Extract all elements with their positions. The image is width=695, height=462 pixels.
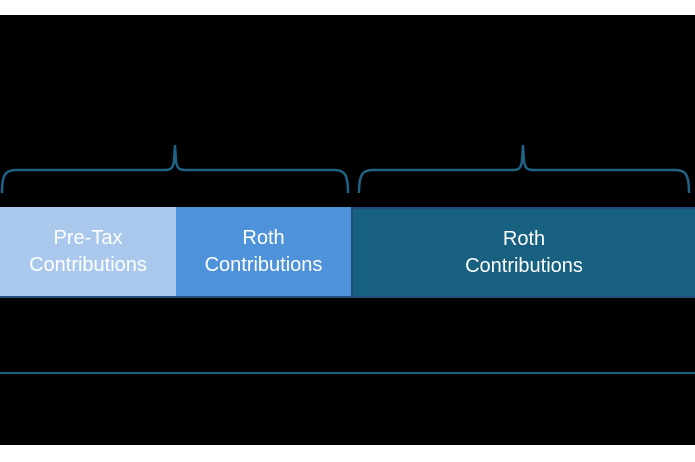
segment-label-line: Contributions (465, 254, 583, 277)
bottom-white-strip (0, 445, 695, 462)
segment-roth-contributions: Roth Contributions (176, 207, 351, 296)
contribution-bar: Pre-Tax Contributions Roth Contributions… (0, 207, 695, 298)
right-curly-brace (357, 144, 691, 194)
horizontal-rule (0, 372, 695, 374)
segment-label-line: Contributions (29, 253, 147, 276)
segment-pre-tax-contributions: Pre-Tax Contributions (0, 207, 176, 296)
segment-label-line: Contributions (204, 253, 323, 276)
segment-label-line: Pre-Tax (53, 226, 123, 249)
segment-label-line: Roth (242, 226, 285, 249)
segment-label-line: Roth (502, 227, 546, 250)
top-white-strip (0, 0, 695, 15)
left-curly-brace (0, 144, 350, 194)
segment-roth-contributions-large: Roth Contributions (351, 207, 695, 296)
